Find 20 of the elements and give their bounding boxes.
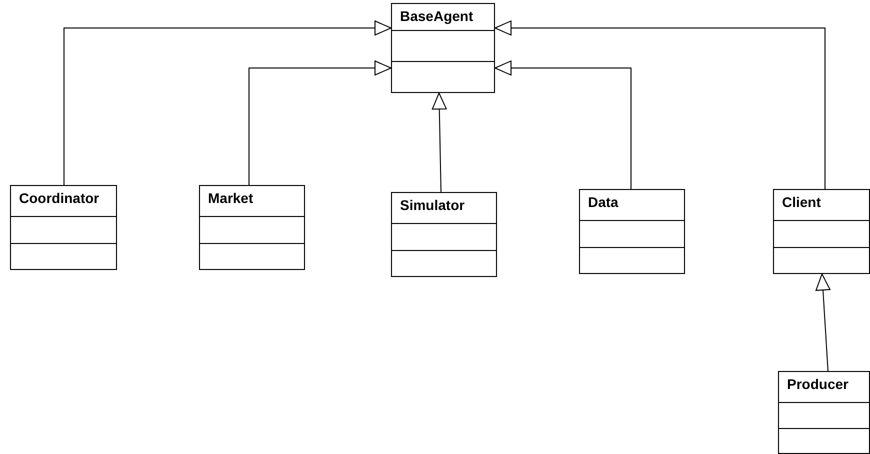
class-box [10, 185, 117, 270]
generalization-arrow [494, 20, 826, 190]
class-box [391, 3, 495, 93]
class-name: BaseAgent [400, 8, 474, 24]
class-name: Market [208, 190, 254, 206]
class-name: Producer [787, 376, 848, 392]
class-box [773, 189, 870, 274]
class-box [579, 189, 685, 274]
class-box [199, 185, 305, 270]
generalization-arrow [248, 60, 392, 186]
class-name: Client [782, 194, 821, 210]
generalization-arrow [432, 92, 447, 192]
class-box [391, 192, 497, 277]
class-name: Coordinator [19, 190, 100, 206]
generalization-arrow [64, 20, 392, 186]
class-box [778, 371, 870, 454]
generalization-arrow [494, 60, 632, 190]
class-name: Data [588, 194, 618, 210]
class-name: Simulator [400, 197, 465, 213]
generalization-arrow [816, 274, 830, 372]
